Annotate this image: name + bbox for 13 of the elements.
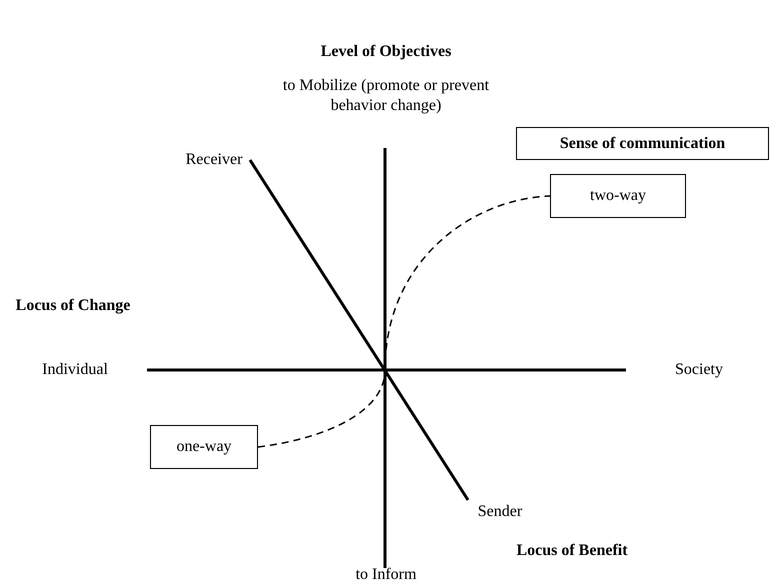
dashed-curve	[258, 195, 550, 448]
axis-end-label: Society	[675, 360, 723, 380]
title-box: Sense of communication	[516, 127, 769, 160]
axis-end-label: Individual	[42, 360, 108, 380]
axis-end-label: to Inform	[356, 565, 416, 584]
axis-end-label: Sender	[478, 502, 522, 522]
two-way-box: two-way	[550, 174, 686, 218]
axis-title: Locus of Benefit	[516, 541, 628, 561]
axis-title: Locus of Change	[16, 296, 130, 316]
axis-title: Level of Objectives	[320, 42, 452, 62]
axis-end-label: Receiver	[186, 150, 242, 170]
axis-end-label: to Mobilize (promote or prevent behavior change)	[282, 76, 490, 116]
one-way-box: one-way	[150, 425, 258, 469]
